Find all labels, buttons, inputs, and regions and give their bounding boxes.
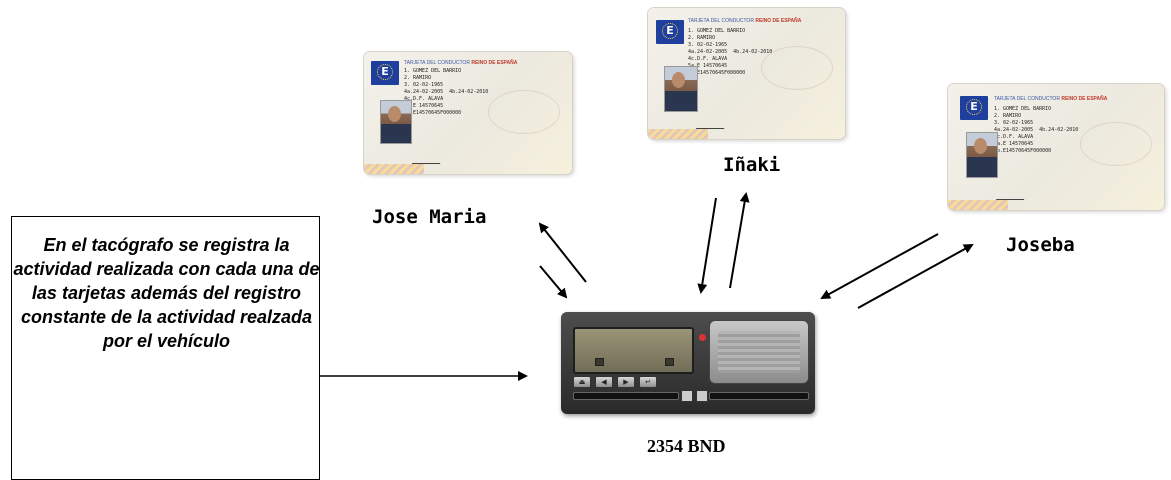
driver-card-inaki: E TARJETA DEL CONDUCTOR REINO DE ESPAÑA …: [648, 8, 845, 139]
card-header: TARJETA DEL CONDUCTOR REINO DE ESPAÑA: [994, 96, 1108, 102]
arrow-jose-maria-to-tacho: [539, 265, 568, 299]
driver-photo: [966, 132, 998, 178]
tachograph-display: [573, 327, 694, 374]
card-header: TARJETA DEL CONDUCTOR REINO DE ESPAÑA: [404, 60, 518, 66]
slot-1-icon: [681, 390, 693, 402]
slot-2-icon: [696, 390, 708, 402]
eu-flag-icon: E: [960, 96, 988, 120]
driver-label-inaki: Iñaki: [723, 154, 781, 176]
arrow-inaki-to-tacho: [697, 197, 717, 294]
flag-stripes: [364, 164, 424, 174]
driver-card-joseba: E TARJETA DEL CONDUCTOR REINO DE ESPAÑA …: [948, 84, 1164, 210]
forward-button: ▶: [617, 376, 635, 388]
arrow-tacho-to-joseba: [857, 244, 974, 309]
arrow-tacho-to-inaki: [729, 192, 750, 289]
arrow-joseba-to-tacho: [820, 233, 939, 299]
flag-stripes: [648, 129, 708, 139]
arrow-tacho-to-jose-maria: [538, 222, 587, 283]
explanation-text: En el tacógrafo se registra la actividad…: [13, 235, 320, 351]
eu-flag-icon: E: [371, 61, 399, 85]
card-slot-2: [709, 392, 809, 400]
driver-label-joseba: Joseba: [1006, 234, 1075, 256]
card-watermark: [1080, 122, 1152, 166]
eject-left-button: ⏏: [573, 376, 591, 388]
back-button: ◀: [595, 376, 613, 388]
eu-flag-icon: E: [656, 20, 684, 44]
explanation-box: En el tacógrafo se registra la actividad…: [11, 216, 320, 480]
flag-stripes: [948, 200, 1008, 210]
driver-label-jose-maria: Jose Maria: [372, 206, 487, 228]
driver-photo: [664, 66, 698, 112]
driver-photo: [380, 100, 412, 144]
printer-cover: [709, 320, 809, 384]
status-led-icon: [699, 334, 706, 341]
ok-button: ↵: [639, 376, 657, 388]
card-slot-1: [573, 392, 679, 400]
driver-card-jose-maria: E TARJETA DEL CONDUCTOR REINO DE ESPAÑA …: [364, 52, 572, 174]
card-watermark: [488, 90, 560, 134]
tachograph-buttons: ⏏ ◀ ▶ ↵: [573, 376, 690, 388]
card-watermark: [761, 46, 833, 90]
vehicle-plate: 2354 BND: [647, 436, 726, 456]
tachograph-device: ⏏ ◀ ▶ ↵: [561, 312, 815, 414]
card-header: TARJETA DEL CONDUCTOR REINO DE ESPAÑA: [688, 18, 802, 24]
